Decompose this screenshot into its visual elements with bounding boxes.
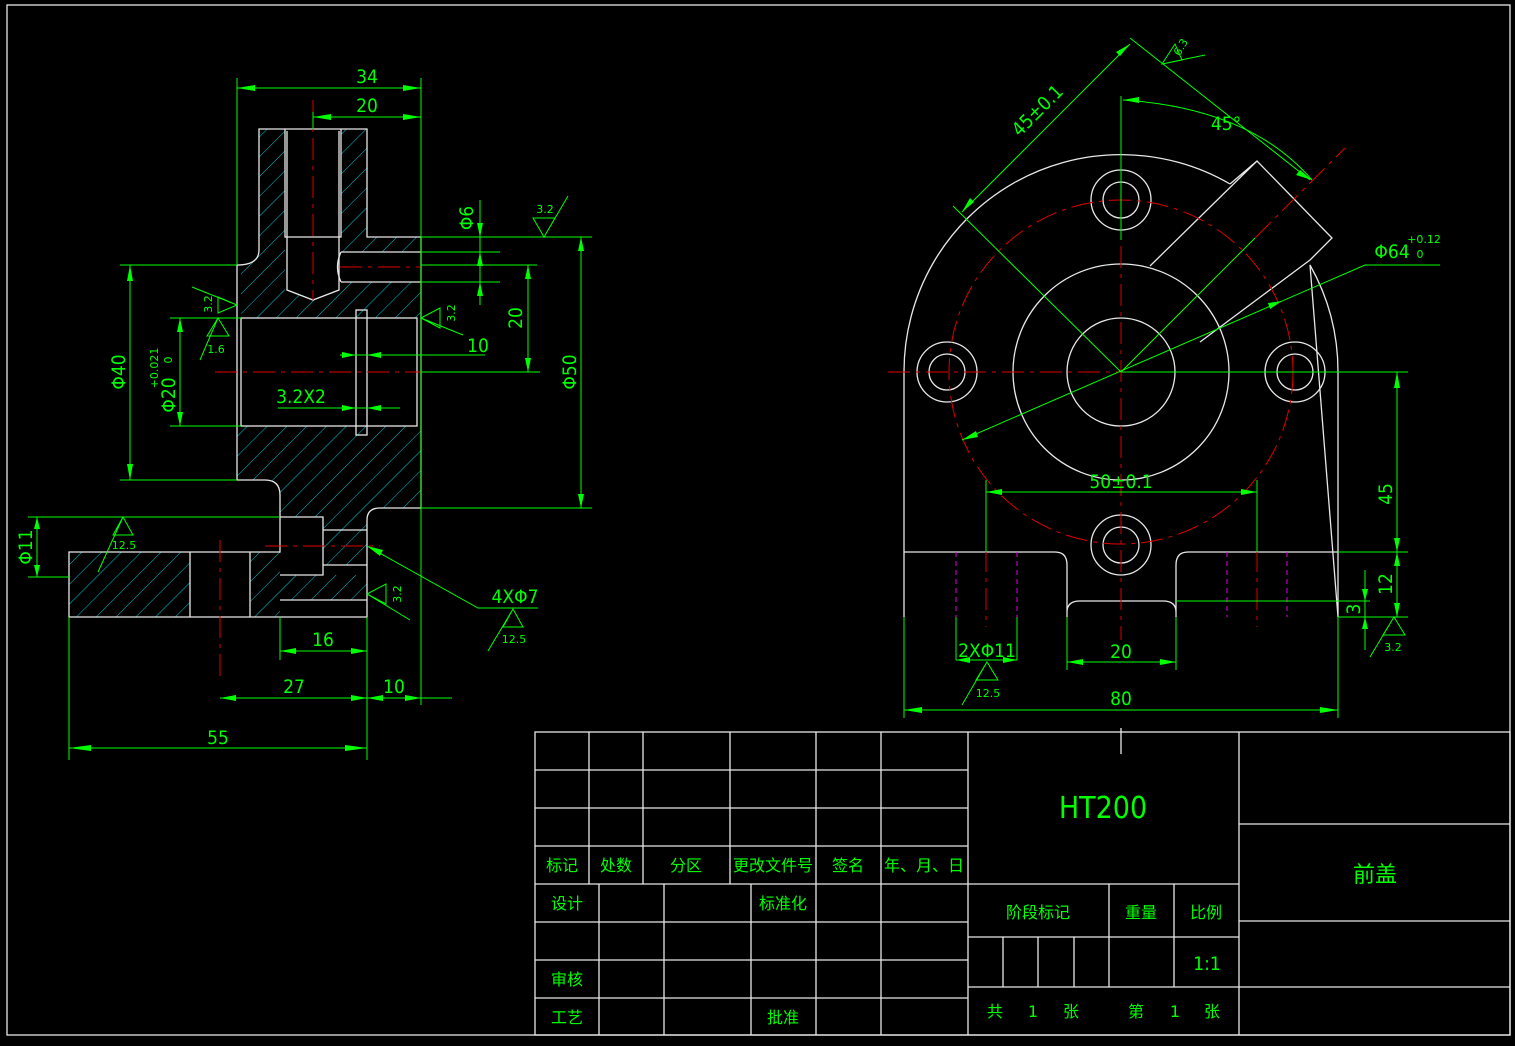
dimension-lines	[903, 37, 1440, 718]
total-sheets: 1	[1028, 1002, 1038, 1021]
cross-hole	[336, 251, 421, 283]
dim-12: 12	[1375, 573, 1397, 595]
label-review: 审核	[551, 970, 583, 989]
dim-50-tol: 50±0.1	[1089, 471, 1152, 493]
header-signature: 签名	[832, 856, 864, 875]
dimension-arrows	[34, 85, 584, 751]
dim-20-right: 20	[505, 307, 527, 329]
header-date: 年、月、日	[884, 856, 964, 875]
roughness-label: 12.5	[112, 539, 137, 552]
total-prefix: 共	[987, 1002, 1003, 1021]
dim-groove: 3.2X2	[276, 386, 326, 408]
dim-34: 34	[356, 66, 378, 88]
title-block: 标记 处数 分区 更改文件号 签名 年、月、日 设计 标准化 审核 工艺 批准 …	[534, 728, 1511, 1036]
dim-20-top: 20	[356, 95, 378, 117]
label-standardization: 标准化	[759, 894, 807, 913]
dim-phi6: Φ6	[456, 206, 478, 230]
dim-20: 20	[1110, 641, 1132, 663]
dim-45-tol: 45±0.1	[1008, 81, 1068, 141]
phi20-tol-upper: +0.021	[148, 348, 161, 389]
title-block-grid	[534, 728, 1511, 1036]
dim-phi64: Φ64	[1374, 241, 1409, 263]
roughness-label: 12.5	[502, 633, 527, 646]
dim-10-groove: 10	[467, 335, 489, 357]
roughness-label: 3.2	[391, 585, 404, 603]
label-design: 设计	[551, 894, 583, 913]
dim-phi11: Φ11	[15, 529, 37, 564]
roughness-label: 12.5	[976, 687, 1001, 700]
label-approve: 批准	[767, 1008, 799, 1027]
roughness-symbols	[97, 195, 569, 652]
material: HT200	[1059, 791, 1147, 826]
dim-phi40: Φ40	[108, 354, 130, 389]
roughness-label: 3.2	[1384, 641, 1402, 654]
label-weight: 重量	[1125, 903, 1157, 922]
roughness-label: 1.6	[207, 343, 225, 356]
dimension-lines	[28, 78, 592, 760]
dim-angle-45: 45°	[1211, 113, 1241, 135]
side-section-view: 34 20 Φ6 20 10 Φ50 Φ40 Φ20 +0.021 0 3.2X…	[15, 66, 592, 760]
front-view: 45±0.1 45° Φ64 +0.12 0 50±0.1 45 12 3 2X…	[888, 36, 1441, 718]
dim-3: 3	[1343, 604, 1365, 615]
dim-4x-phi7: 4XΦ7	[492, 586, 539, 608]
header-change-doc: 更改文件号	[733, 856, 813, 875]
roughness-label: 3.2	[536, 203, 554, 216]
dimension-arrows	[904, 44, 1400, 713]
dim-10: 10	[383, 676, 405, 698]
scale-value: 1:1	[1193, 953, 1221, 975]
label-scale: 比例	[1190, 903, 1222, 922]
dim-55: 55	[207, 727, 229, 749]
dim-80: 80	[1110, 688, 1132, 710]
sheet-suffix: 张	[1204, 1002, 1220, 1021]
phi64-tol-upper: +0.12	[1407, 233, 1441, 246]
total-suffix: 张	[1063, 1002, 1079, 1021]
part-outline	[68, 128, 422, 618]
roughness-label: 6.3	[1171, 36, 1191, 58]
sheet-prefix: 第	[1128, 1002, 1144, 1021]
dim-45: 45	[1375, 483, 1397, 505]
header-zone: 分区	[670, 856, 702, 875]
phi64-tol-lower: 0	[1417, 248, 1424, 261]
sheet-number: 1	[1170, 1002, 1180, 1021]
roughness-label: 3.2	[445, 304, 458, 322]
label-stage-mark: 阶段标记	[1006, 903, 1070, 922]
roughness-symbols	[961, 42, 1406, 706]
dim-phi50: Φ50	[559, 354, 581, 389]
roughness-label: 3.2	[202, 295, 215, 313]
phi20-tol-lower: 0	[162, 357, 175, 364]
header-mark: 标记	[546, 856, 578, 875]
dim-27: 27	[283, 676, 305, 698]
dim-phi20: Φ20	[158, 377, 180, 412]
part-name: 前盖	[1353, 863, 1397, 888]
header-count: 处数	[600, 856, 632, 875]
section-hatch	[69, 129, 421, 617]
label-process: 工艺	[551, 1008, 583, 1027]
flange-outline	[903, 154, 1339, 618]
dim-16: 16	[312, 629, 334, 651]
dim-2x-phi11: 2XΦ11	[958, 640, 1016, 662]
